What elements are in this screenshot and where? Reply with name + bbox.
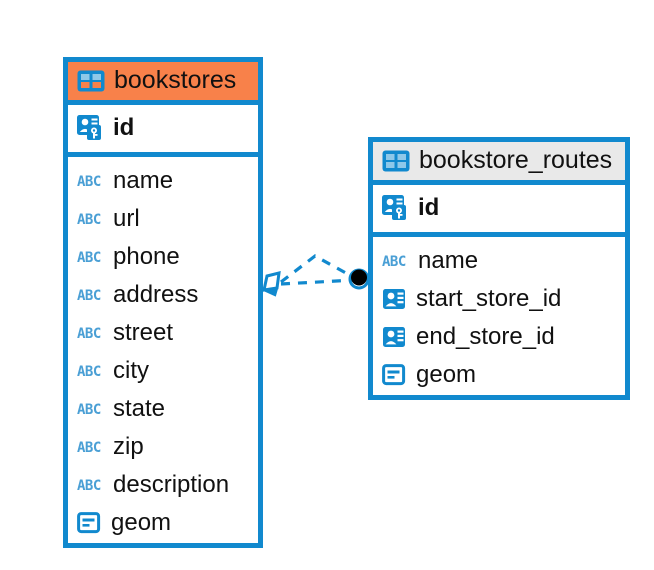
- field-label: name: [418, 247, 479, 274]
- svg-text:ABC: ABC: [77, 288, 101, 303]
- text-field-icon: ABC: [77, 173, 105, 189]
- field-label: city: [113, 357, 149, 384]
- field-row[interactable]: ABC phone: [68, 238, 258, 276]
- field-label: street: [113, 319, 174, 346]
- field-label: phone: [113, 243, 180, 270]
- svg-text:ABC: ABC: [77, 174, 101, 189]
- text-field-icon: ABC: [77, 211, 105, 227]
- field-row[interactable]: geom: [373, 356, 625, 394]
- table-icon: [77, 70, 105, 92]
- text-field-icon: ABC: [77, 477, 105, 493]
- entity-title: bookstore_routes: [419, 146, 613, 174]
- field-row[interactable]: ABC name: [373, 242, 625, 280]
- field-row[interactable]: ABC state: [68, 390, 258, 428]
- text-field-icon: ABC: [77, 325, 105, 341]
- text-field-icon: ABC: [382, 253, 410, 269]
- field-label: end_store_id: [416, 323, 555, 350]
- relationship-connector[interactable]: [255, 248, 375, 310]
- primary-key-section: id: [68, 105, 258, 157]
- field-row[interactable]: geom: [68, 504, 258, 542]
- foreign-key-icon: [382, 287, 408, 311]
- svg-text:ABC: ABC: [77, 364, 101, 379]
- svg-text:ABC: ABC: [382, 254, 406, 269]
- field-label: start_store_id: [416, 285, 562, 312]
- table-icon: [382, 150, 410, 172]
- field-row[interactable]: start_store_id: [373, 280, 625, 318]
- field-label: address: [113, 281, 199, 308]
- primary-key-icon: [77, 115, 105, 141]
- filled-circle-marker: [348, 268, 370, 290]
- field-row-primary-key[interactable]: id: [373, 189, 625, 227]
- geometry-field-icon: [382, 363, 408, 387]
- field-row[interactable]: ABC url: [68, 200, 258, 238]
- primary-key-section: id: [373, 185, 625, 237]
- field-row[interactable]: ABC street: [68, 314, 258, 352]
- entity-title: bookstores: [114, 66, 237, 94]
- field-row[interactable]: ABC description: [68, 466, 258, 504]
- field-label: zip: [113, 433, 144, 460]
- field-row[interactable]: end_store_id: [373, 318, 625, 356]
- text-field-icon: ABC: [77, 401, 105, 417]
- svg-text:ABC: ABC: [77, 326, 101, 341]
- text-field-icon: ABC: [77, 439, 105, 455]
- text-field-icon: ABC: [77, 363, 105, 379]
- field-label: id: [418, 194, 440, 221]
- rhombus-marker: [259, 271, 281, 297]
- field-label: url: [113, 205, 140, 232]
- field-label: name: [113, 167, 174, 194]
- relationship-branch-lower: [280, 278, 356, 286]
- text-field-icon: ABC: [77, 249, 105, 265]
- svg-text:ABC: ABC: [77, 402, 101, 417]
- entity-header-bookstores[interactable]: bookstores: [68, 62, 258, 105]
- field-row[interactable]: ABC zip: [68, 428, 258, 466]
- field-row[interactable]: ABC name: [68, 162, 258, 200]
- entity-header-bookstore-routes[interactable]: bookstore_routes: [373, 142, 625, 185]
- primary-key-icon: [382, 195, 410, 221]
- field-row-primary-key[interactable]: id: [68, 109, 258, 147]
- geometry-field-icon: [77, 511, 103, 535]
- field-label: geom: [111, 509, 172, 536]
- entity-table-bookstore-routes[interactable]: bookstore_routes: [368, 137, 630, 400]
- field-row[interactable]: ABC city: [68, 352, 258, 390]
- relationship-branch-upper: [280, 254, 356, 284]
- field-label: id: [113, 114, 135, 141]
- foreign-key-icon: [382, 325, 408, 349]
- field-row[interactable]: ABC address: [68, 276, 258, 314]
- svg-text:ABC: ABC: [77, 478, 101, 493]
- svg-text:ABC: ABC: [77, 212, 101, 227]
- field-label: geom: [416, 361, 477, 388]
- field-label: state: [113, 395, 166, 422]
- entity-table-bookstores[interactable]: bookstores: [63, 57, 263, 548]
- text-field-icon: ABC: [77, 287, 105, 303]
- field-label: description: [113, 471, 230, 498]
- svg-text:ABC: ABC: [77, 440, 101, 455]
- svg-text:ABC: ABC: [77, 250, 101, 265]
